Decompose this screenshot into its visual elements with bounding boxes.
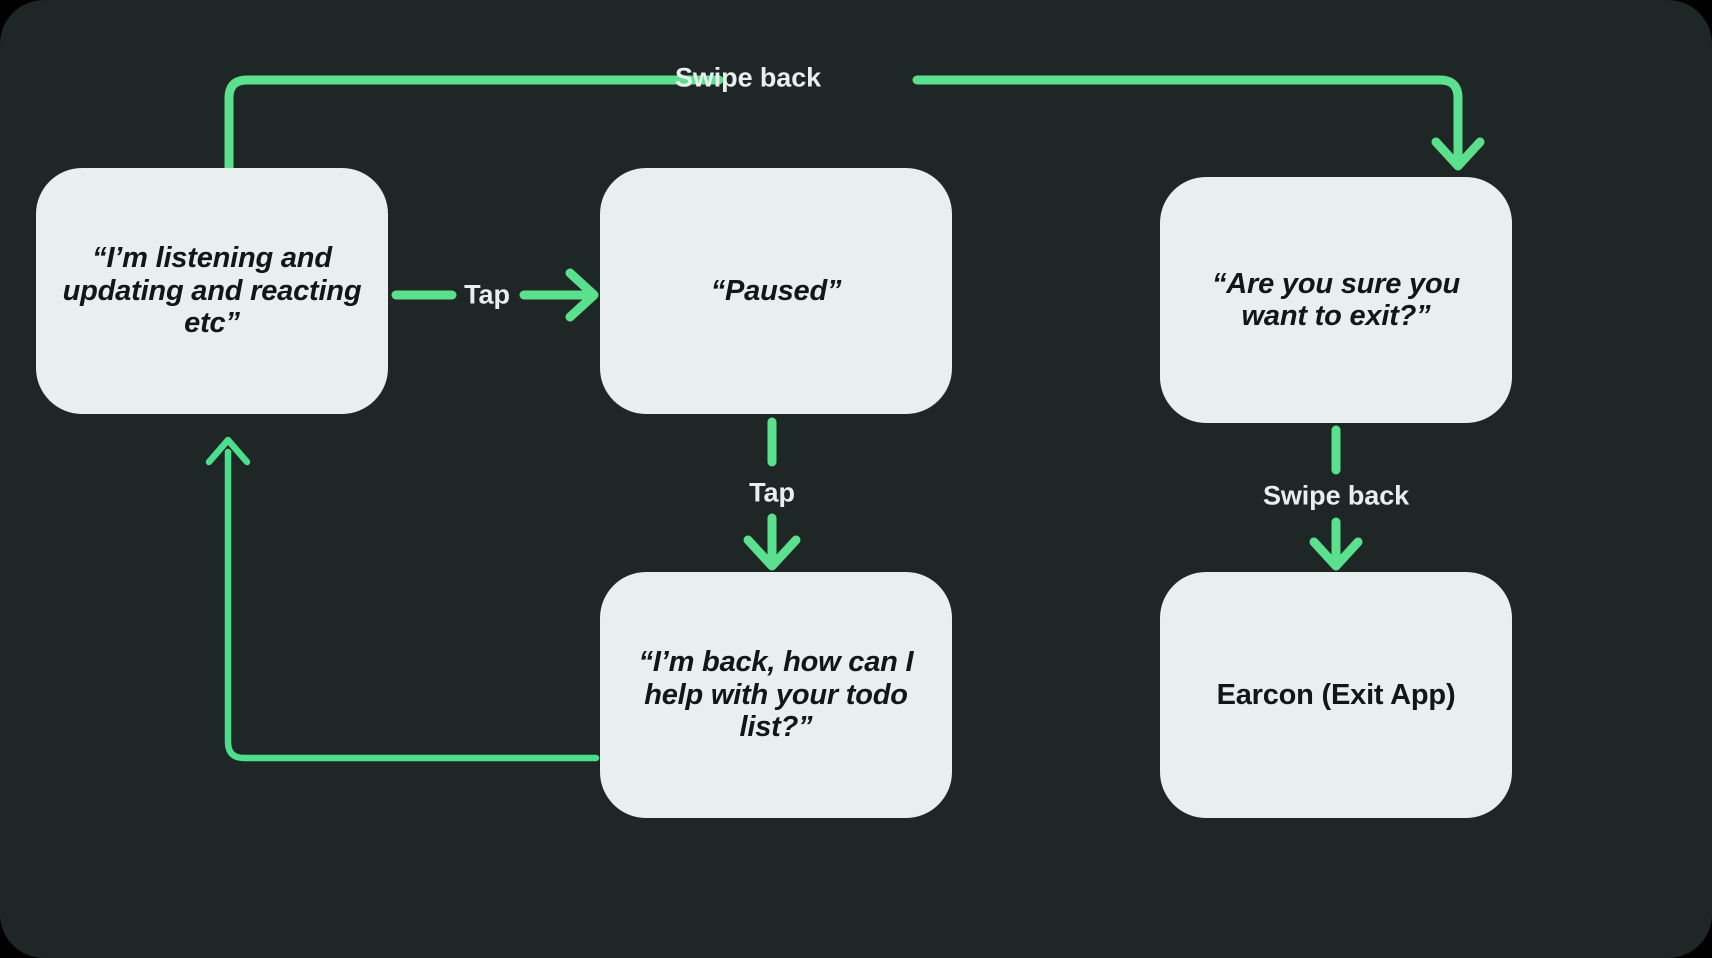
arrowhead-right-paused — [565, 268, 599, 322]
node-listening[interactable]: “I’m listening and updating and reacting… — [36, 168, 388, 414]
edge-line-return-loop — [224, 448, 600, 762]
node-back-label: “I’m back, how can I help with your todo… — [638, 646, 914, 744]
node-earcon[interactable]: Earcon (Exit App) — [1160, 572, 1512, 818]
node-paused[interactable]: “Paused” — [600, 168, 952, 414]
edge-listening-to-confirm — [224, 75, 1485, 173]
edge-line-swipe-top-left — [224, 75, 724, 173]
edge-label-swipe-back-top: Swipe back — [674, 62, 822, 93]
edge-label-swipe-back-right: Swipe back — [1262, 480, 1410, 511]
node-confirm-label: “Are you sure you want to exit?” — [1212, 267, 1460, 332]
edge-label-tap-vertical: Tap — [749, 477, 795, 508]
arrowhead-down-confirm — [1431, 137, 1485, 171]
node-back[interactable]: “I’m back, how can I help with your todo… — [600, 572, 952, 818]
arrowhead-down-back — [743, 535, 801, 571]
arrowhead-up-listening — [205, 436, 251, 466]
edge-label-tap-horizontal: Tap — [464, 279, 510, 310]
edge-back-to-listening — [205, 436, 600, 762]
node-earcon-label: Earcon (Exit App) — [1216, 678, 1456, 711]
arrowhead-down-earcon — [1309, 537, 1363, 571]
node-paused-label: “Paused” — [710, 274, 842, 307]
node-listening-label: “I’m listening and updating and reacting… — [62, 242, 362, 340]
edge-line-swipe-top-right — [912, 75, 1463, 161]
node-confirm[interactable]: “Are you sure you want to exit?” — [1160, 177, 1512, 423]
